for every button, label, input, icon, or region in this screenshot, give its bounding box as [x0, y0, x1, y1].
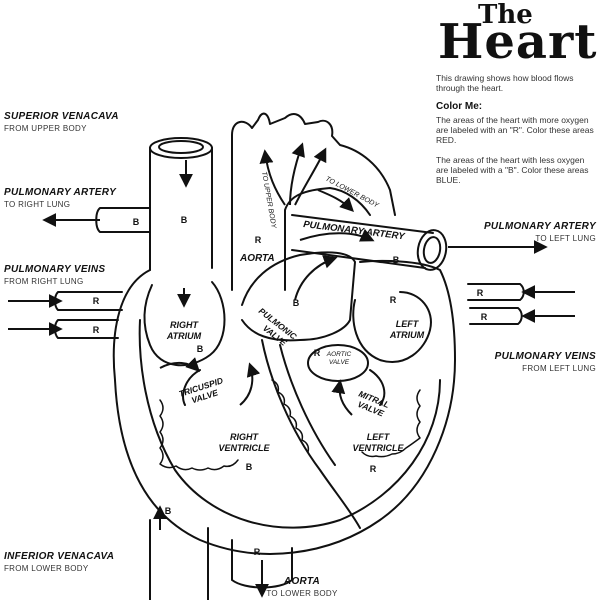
marker-b-inferior-vc: B [165, 506, 172, 516]
marker-r-left-ventricle: R [370, 464, 377, 474]
label-pulmonary-veins-left: PULMONARY VEINS [4, 264, 106, 275]
arrow-tricuspid-up [239, 362, 261, 406]
superior-vena-cava-opening [149, 137, 213, 159]
marker-b-pulm-trunk: B [293, 298, 300, 308]
marker-r-pulm-vein-left-1: R [477, 288, 484, 298]
arrow-pulmonary-trunk-up [294, 255, 338, 301]
label-from-left-lung: FROM LEFT LUNG [522, 364, 596, 373]
label-to-lower-body-bottom: TO LOWER BODY [266, 589, 338, 598]
septum [261, 339, 361, 529]
label-pulmonary-artery-left: PULMONARY ARTERY [4, 187, 117, 198]
label-pulmonary-veins-right: PULMONARY VEINS [494, 351, 596, 362]
marker-r-aortic-valve: R [314, 348, 321, 358]
arrow-aorta-up-mid [289, 142, 305, 206]
label-to-left-lung: TO LEFT LUNG [535, 234, 596, 243]
label-aorta-inner: AORTA [239, 253, 275, 264]
left-atrium-wall [352, 291, 432, 363]
arrow-aorta-to-lower-body [317, 189, 354, 212]
marker-b-superior-vc: B [181, 215, 188, 225]
pulmonary-trunk [241, 251, 356, 342]
marker-r-left-atrium-top: R [390, 295, 397, 305]
title-small: The [478, 0, 533, 30]
superior-vena-cava-inner [158, 140, 204, 154]
septum-inner [279, 344, 336, 466]
septum-texture [271, 379, 310, 453]
right-ventricle-texture [159, 399, 239, 471]
marker-r-aorta-bottom: R [254, 547, 261, 557]
pulmonary-vein-right-lower [54, 319, 119, 339]
arrow-aorta-up-left [259, 149, 286, 206]
arrow-into-right-ventricle [159, 357, 200, 372]
label-to-upper-body-arch: TO UPPER BODY [260, 171, 277, 230]
title-large: Heart [438, 14, 598, 70]
pulmonary-artery-right-branch [95, 207, 151, 233]
label-pulmonary-artery-right: PULMONARY ARTERY [483, 221, 596, 232]
label-to-right-lung: TO RIGHT LUNG [4, 200, 71, 209]
pulmonary-vein-right-upper [54, 291, 123, 311]
inferior-vena-cava-shape [149, 519, 209, 600]
marker-r-pulm-vein-left-2: R [481, 312, 488, 322]
label-to-lower-body-arch: TO LOWER BODY [324, 176, 381, 210]
arrow-aorta-up-right [294, 147, 327, 206]
marker-b-pulm-artery-right-lung: B [133, 217, 140, 227]
pulmonary-artery-opening [416, 229, 448, 271]
marker-r-aorta: R [255, 235, 262, 245]
arrow-pulmonary-artery [299, 228, 375, 242]
mitral-flap [369, 369, 386, 406]
aorta-inner-wall [284, 187, 371, 291]
aortic-arch-shape [231, 112, 396, 291]
color-me-heading: Color Me: [436, 101, 483, 112]
pulmonary-artery-opening-inner [422, 236, 442, 264]
right-atrium-wall [143, 281, 226, 367]
intro-text: This drawing shows how blood flows throu… [436, 73, 574, 93]
marker-b-pulm-artery-left-lung: B [393, 255, 400, 265]
pulmonary-vein-left-lower [469, 307, 523, 325]
marker-r-pulm-vein-right-1: R [93, 296, 100, 306]
arrow-mitral-up [331, 379, 353, 416]
label-inferior-venacava: INFERIOR VENACAVA [4, 551, 115, 562]
superior-vena-cava-shape [149, 147, 213, 271]
para-blue: The areas of the heart with less oxygen … [436, 155, 589, 185]
heart-outer-wall [112, 259, 456, 555]
heart-inner-wall [138, 319, 441, 529]
label-pulmonic-valve: PULMONICVALVE [250, 306, 299, 351]
marker-r-pulm-vein-right-2: R [93, 325, 100, 335]
marker-b-right-ventricle: B [246, 462, 253, 472]
label-aorta-bottom: AORTA [283, 576, 321, 587]
para-red: The areas of the heart with more oxygen … [436, 115, 594, 145]
label-from-lower-body: FROM LOWER BODY [4, 564, 89, 573]
tricuspid-flap [182, 369, 201, 406]
label-superior-venacava: SUPERIOR VENACAVA [4, 111, 119, 122]
label-from-right-lung: FROM RIGHT LUNG [4, 277, 84, 286]
marker-b-right-atrium: B [197, 344, 204, 354]
left-ventricle-texture [361, 389, 421, 458]
label-from-upper-body: FROM UPPER BODY [4, 124, 87, 133]
